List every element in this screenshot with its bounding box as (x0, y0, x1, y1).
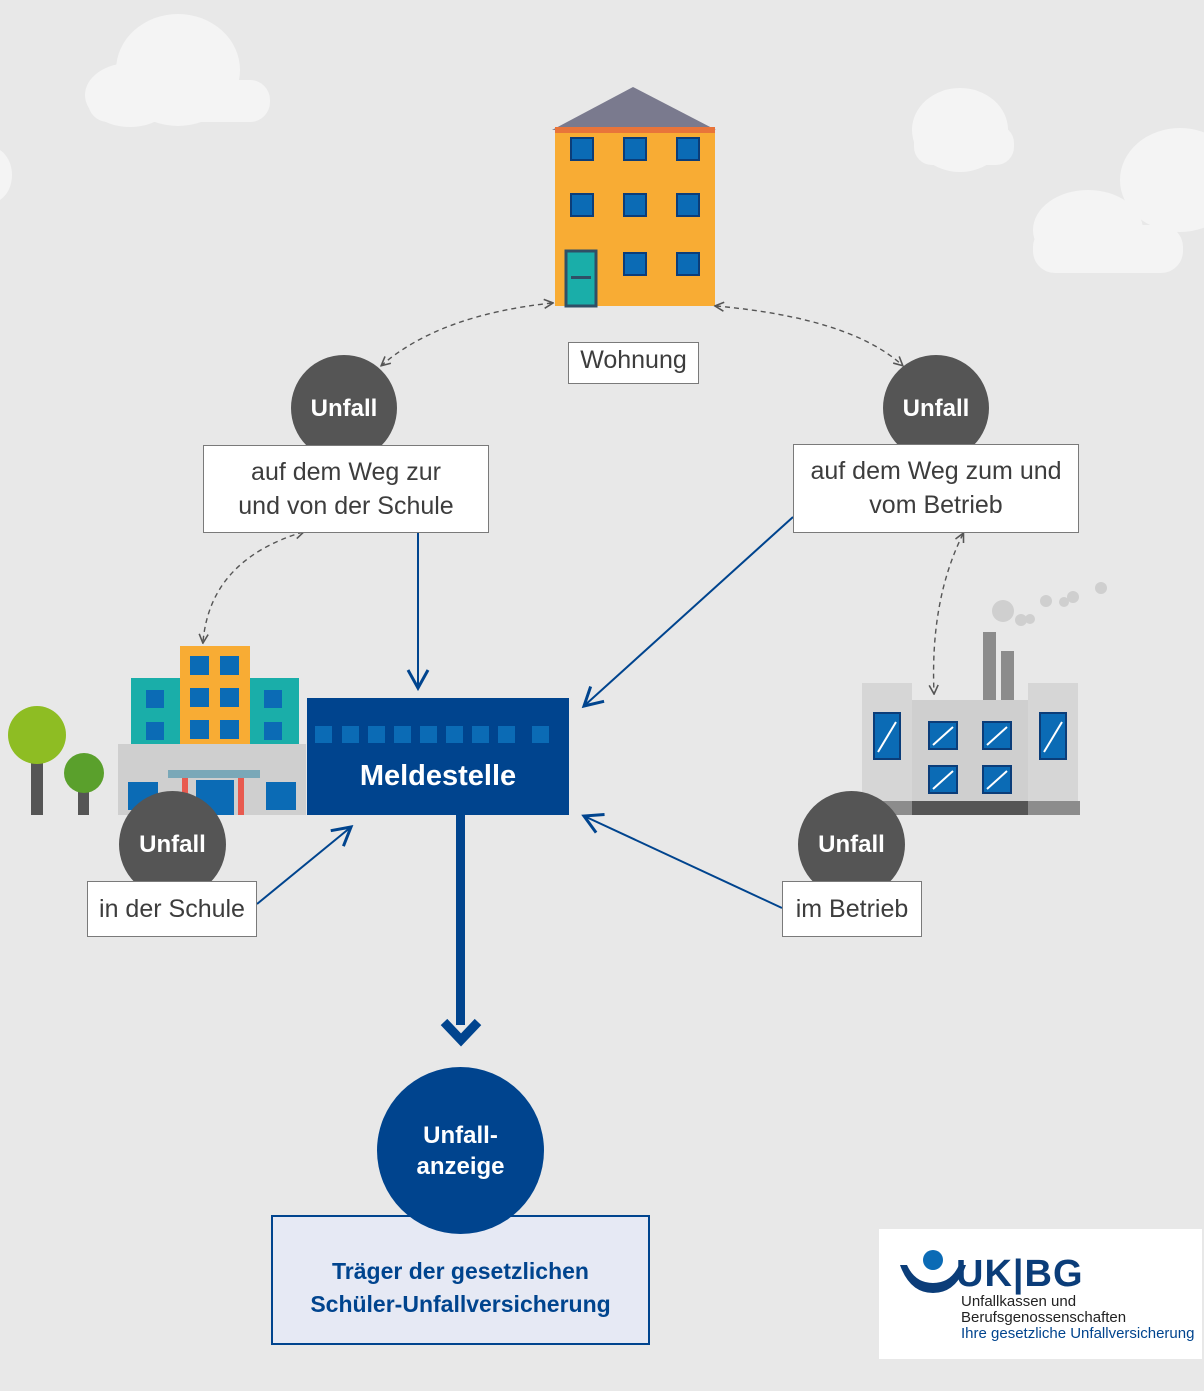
logo-line1: Unfallkassen und (961, 1293, 1077, 1310)
unfallanzeige-line1: Unfall- (423, 1121, 498, 1149)
label-im-betrieb: im Betrieb (782, 881, 922, 937)
cloud-left-edge (0, 150, 12, 200)
logo-line2: Berufsgenossenschaften (961, 1309, 1127, 1326)
school-illustration (118, 646, 306, 815)
arrow-betriebsweg-to-meldestelle (581, 516, 794, 709)
label-wohnung: Wohnung (568, 342, 699, 384)
ukbg-logo-icon (900, 1250, 966, 1293)
arrow-meldestelle-to-unfallanzeige (440, 815, 482, 1047)
arrow-betrieb-to-meldestelle (581, 813, 783, 909)
factory-illustration (862, 582, 1107, 815)
unfallanzeige-line2: anzeige (416, 1152, 505, 1180)
label-weg-schule-line1: auf dem Weg zur (251, 458, 441, 486)
label-weg-schule: auf dem Weg zur und von der Schule (203, 445, 489, 533)
dashed-arrow-wohnung-betrieb (716, 306, 902, 365)
label-in-der-schule: in der Schule (87, 881, 257, 937)
unfall-circle-schule: Unfall (119, 791, 226, 898)
label-weg-betrieb: auf dem Weg zum und vom Betrieb (793, 444, 1079, 533)
label-weg-betrieb-line2: vom Betrieb (869, 491, 1003, 519)
unfall-circle-betrieb: Unfall (798, 791, 905, 898)
unfall-circle-weg-schule: Unfall (291, 355, 397, 461)
dashed-arrow-wohnung-schule (382, 303, 552, 365)
dashed-arrow-schule-weg (203, 532, 303, 642)
traeger-box: Träger der gesetzlichen Schüler-Unfallve… (271, 1215, 650, 1345)
trees-illustration (8, 706, 104, 815)
dashed-arrow-betrieb-weg (934, 534, 963, 693)
cloud-top-left (85, 14, 270, 127)
house-illustration (552, 87, 716, 308)
traeger-line2: Schüler-Unfallversicherung (310, 1291, 611, 1317)
label-weg-betrieb-line1: auf dem Weg zum und (810, 457, 1062, 485)
unfall-circle-weg-betrieb: Unfall (883, 355, 989, 461)
ukbg-logo: UK|BG Unfallkassen und Berufsgenossensch… (879, 1229, 1202, 1359)
logo-brand: UK|BG (956, 1253, 1084, 1295)
label-weg-schule-line2: und von der Schule (238, 492, 454, 520)
cloud-right (912, 88, 1204, 273)
arrow-schule-to-meldestelle (256, 825, 354, 905)
traeger-line1: Träger der gesetzlichen (332, 1258, 589, 1284)
unfallanzeige-circle: Unfall- anzeige (377, 1067, 544, 1234)
meldestelle-block (307, 698, 569, 815)
meldestelle-title: Meldestelle (359, 760, 517, 792)
logo-line3: Ihre gesetzliche Unfallversicherung (961, 1325, 1195, 1342)
